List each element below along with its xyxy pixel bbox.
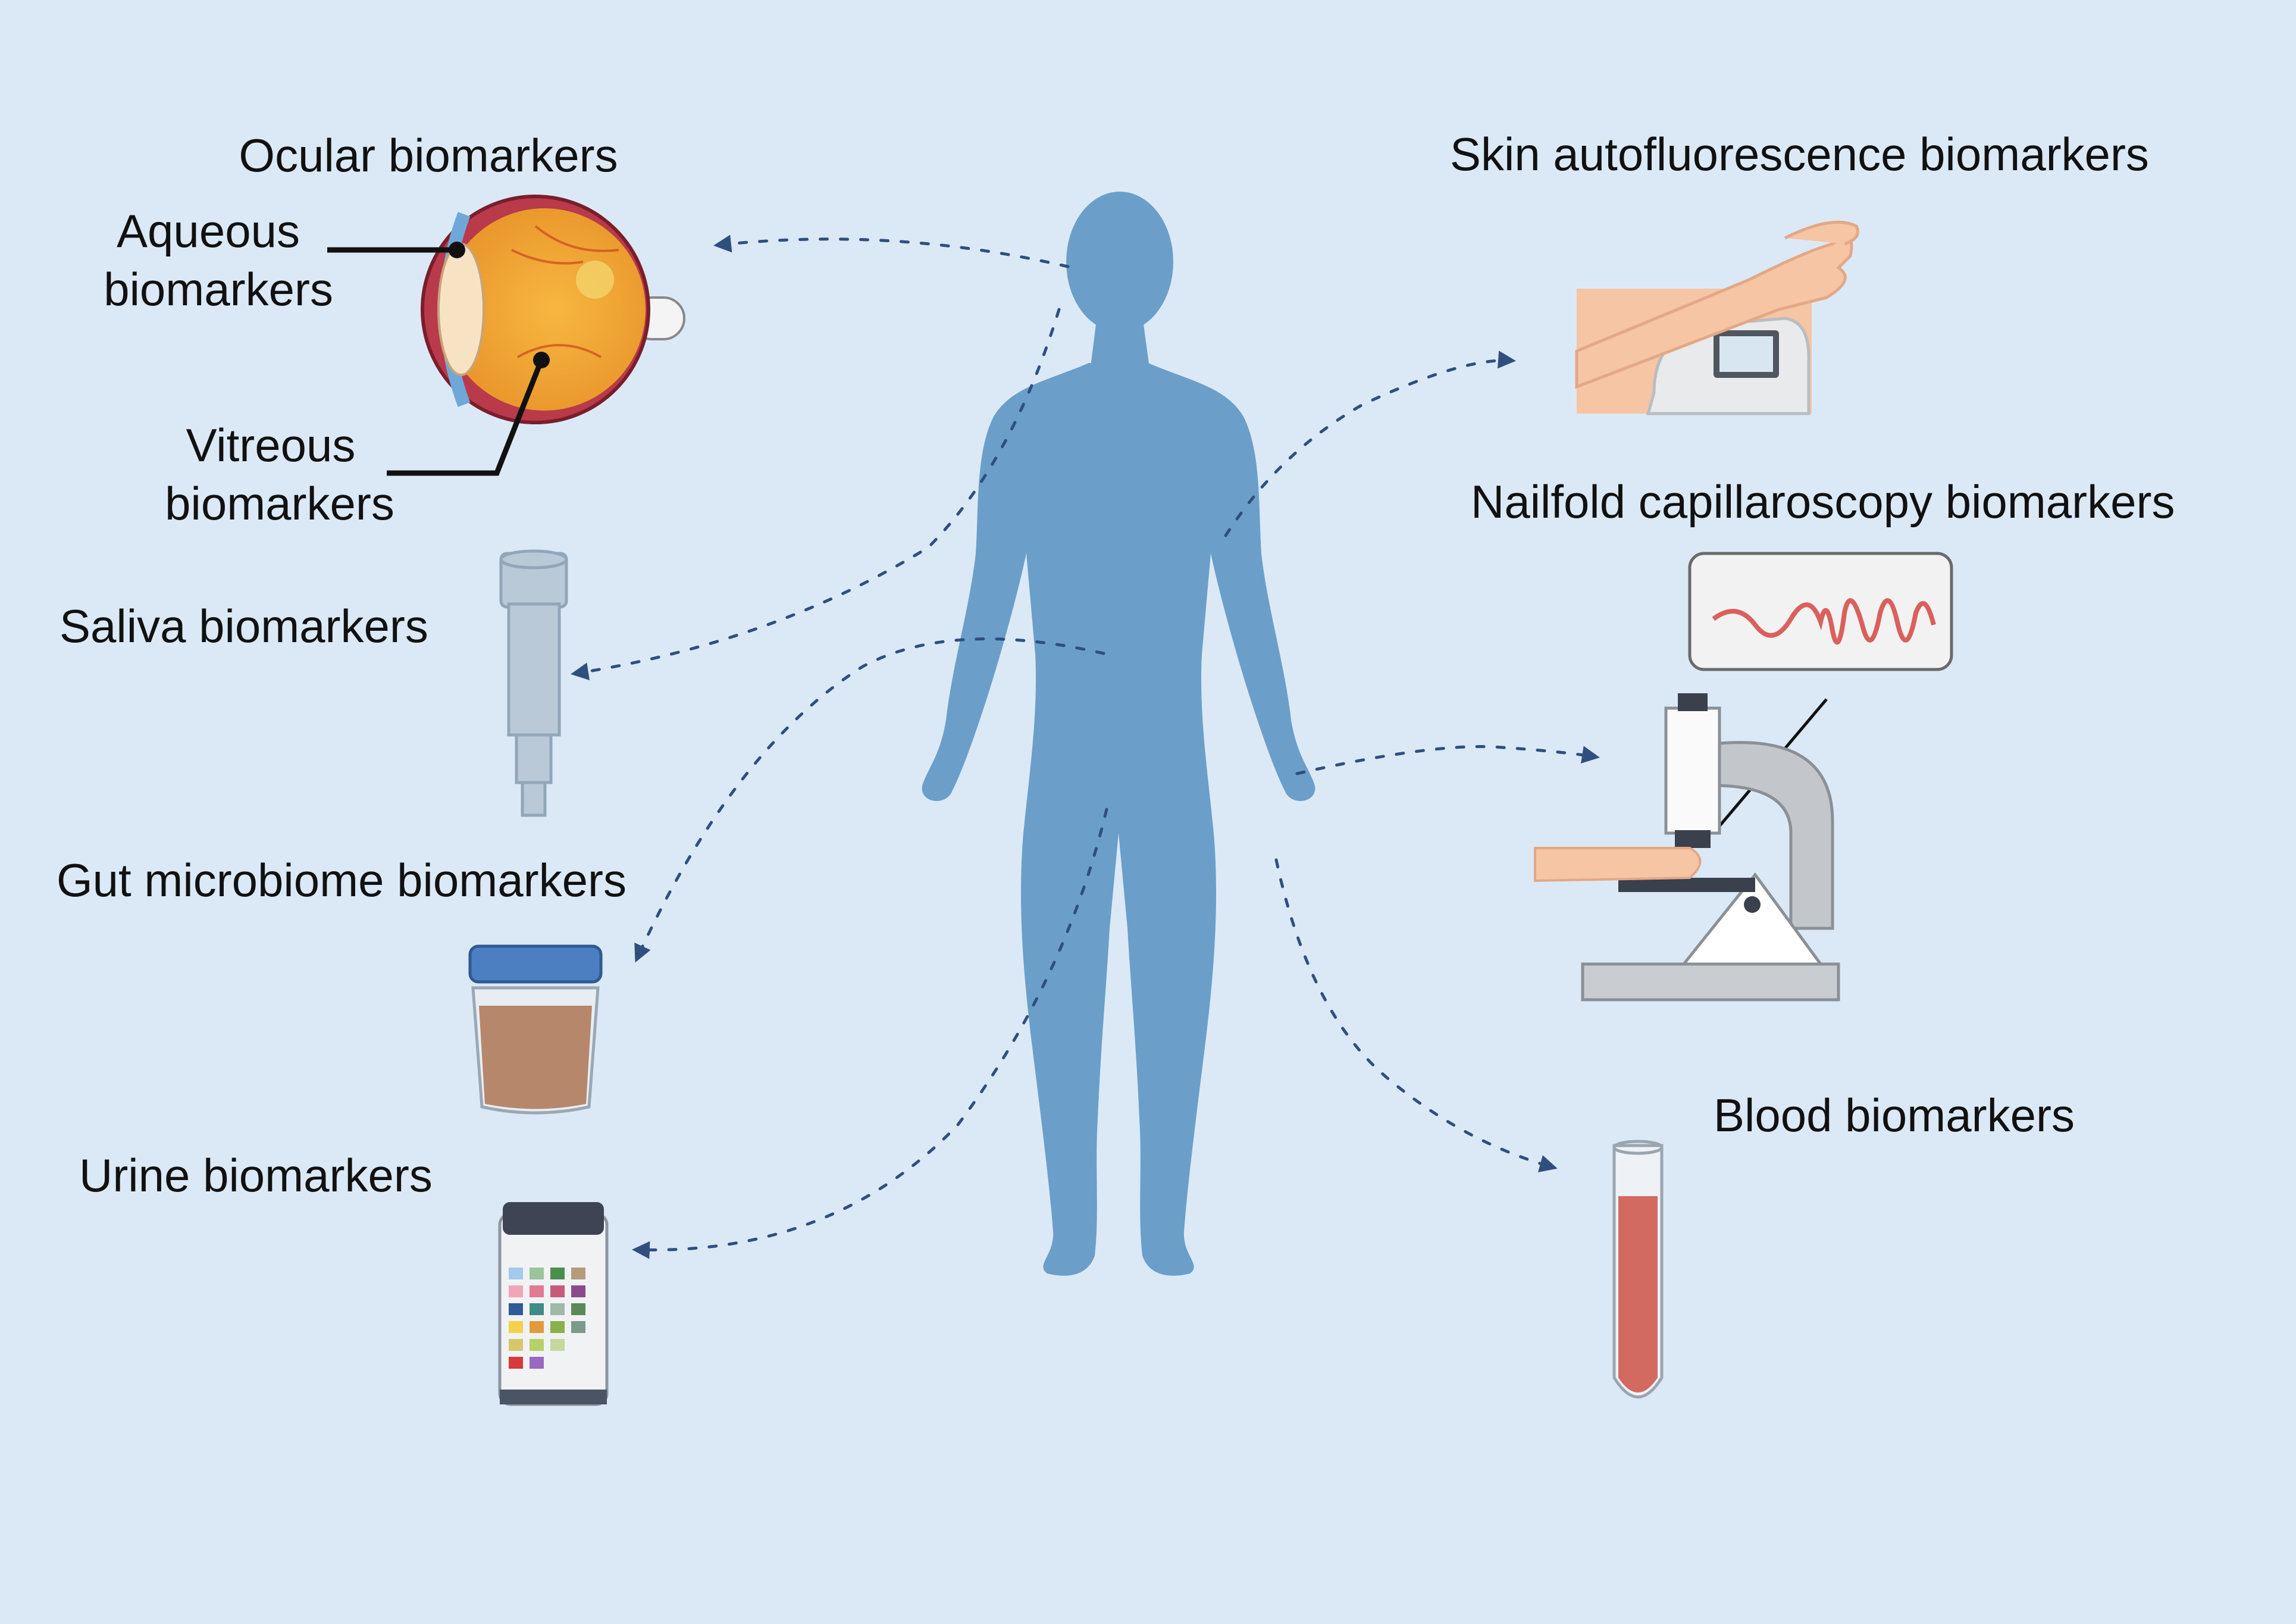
urine-strip-bottle-icon xyxy=(498,1202,609,1406)
arrow-to-nailfold xyxy=(1295,745,1600,775)
arrow-to-ocular xyxy=(713,234,1070,268)
arrow-to-blood xyxy=(1274,858,1558,1173)
label-aqueous: Aqueous biomarkers xyxy=(83,202,333,318)
label-ocular: Ocular biomarkers xyxy=(239,129,618,182)
blood-tube-icon xyxy=(1612,1140,1664,1398)
label-urine: Urine biomarkers xyxy=(79,1149,433,1201)
connector-arrows xyxy=(571,234,1600,1259)
label-saliva: Saliva biomarkers xyxy=(59,600,428,652)
arrow-to-skin xyxy=(1224,351,1516,537)
label-vitreous-line1: Vitreous xyxy=(186,419,356,471)
eye-icon xyxy=(421,195,685,424)
arrow-to-gut xyxy=(634,637,1105,963)
arrow-to-urine xyxy=(632,808,1108,1259)
human-body-icon xyxy=(922,192,1315,1276)
label-nailfold: Nailfold capillaroscopy biomarkers xyxy=(1471,475,2175,528)
label-skin: Skin autofluorescence biomarkers xyxy=(1450,128,2149,180)
label-aqueous-line1: Aqueous xyxy=(117,205,300,257)
arrow-to-saliva xyxy=(571,308,1061,681)
label-aqueous-line2: biomarkers xyxy=(104,262,333,315)
label-blood: Blood biomarkers xyxy=(1714,1089,2075,1141)
label-vitreous: Vitreous biomarkers xyxy=(155,417,405,533)
saliva-tube-icon xyxy=(499,549,568,817)
stool-container-icon xyxy=(468,944,603,1115)
label-vitreous-line2: biomarkers xyxy=(165,477,394,530)
skin-scanner-icon xyxy=(1575,220,1859,415)
label-gut: Gut microbiome biomarkers xyxy=(57,854,627,906)
microscope-icon xyxy=(1534,552,1953,1002)
